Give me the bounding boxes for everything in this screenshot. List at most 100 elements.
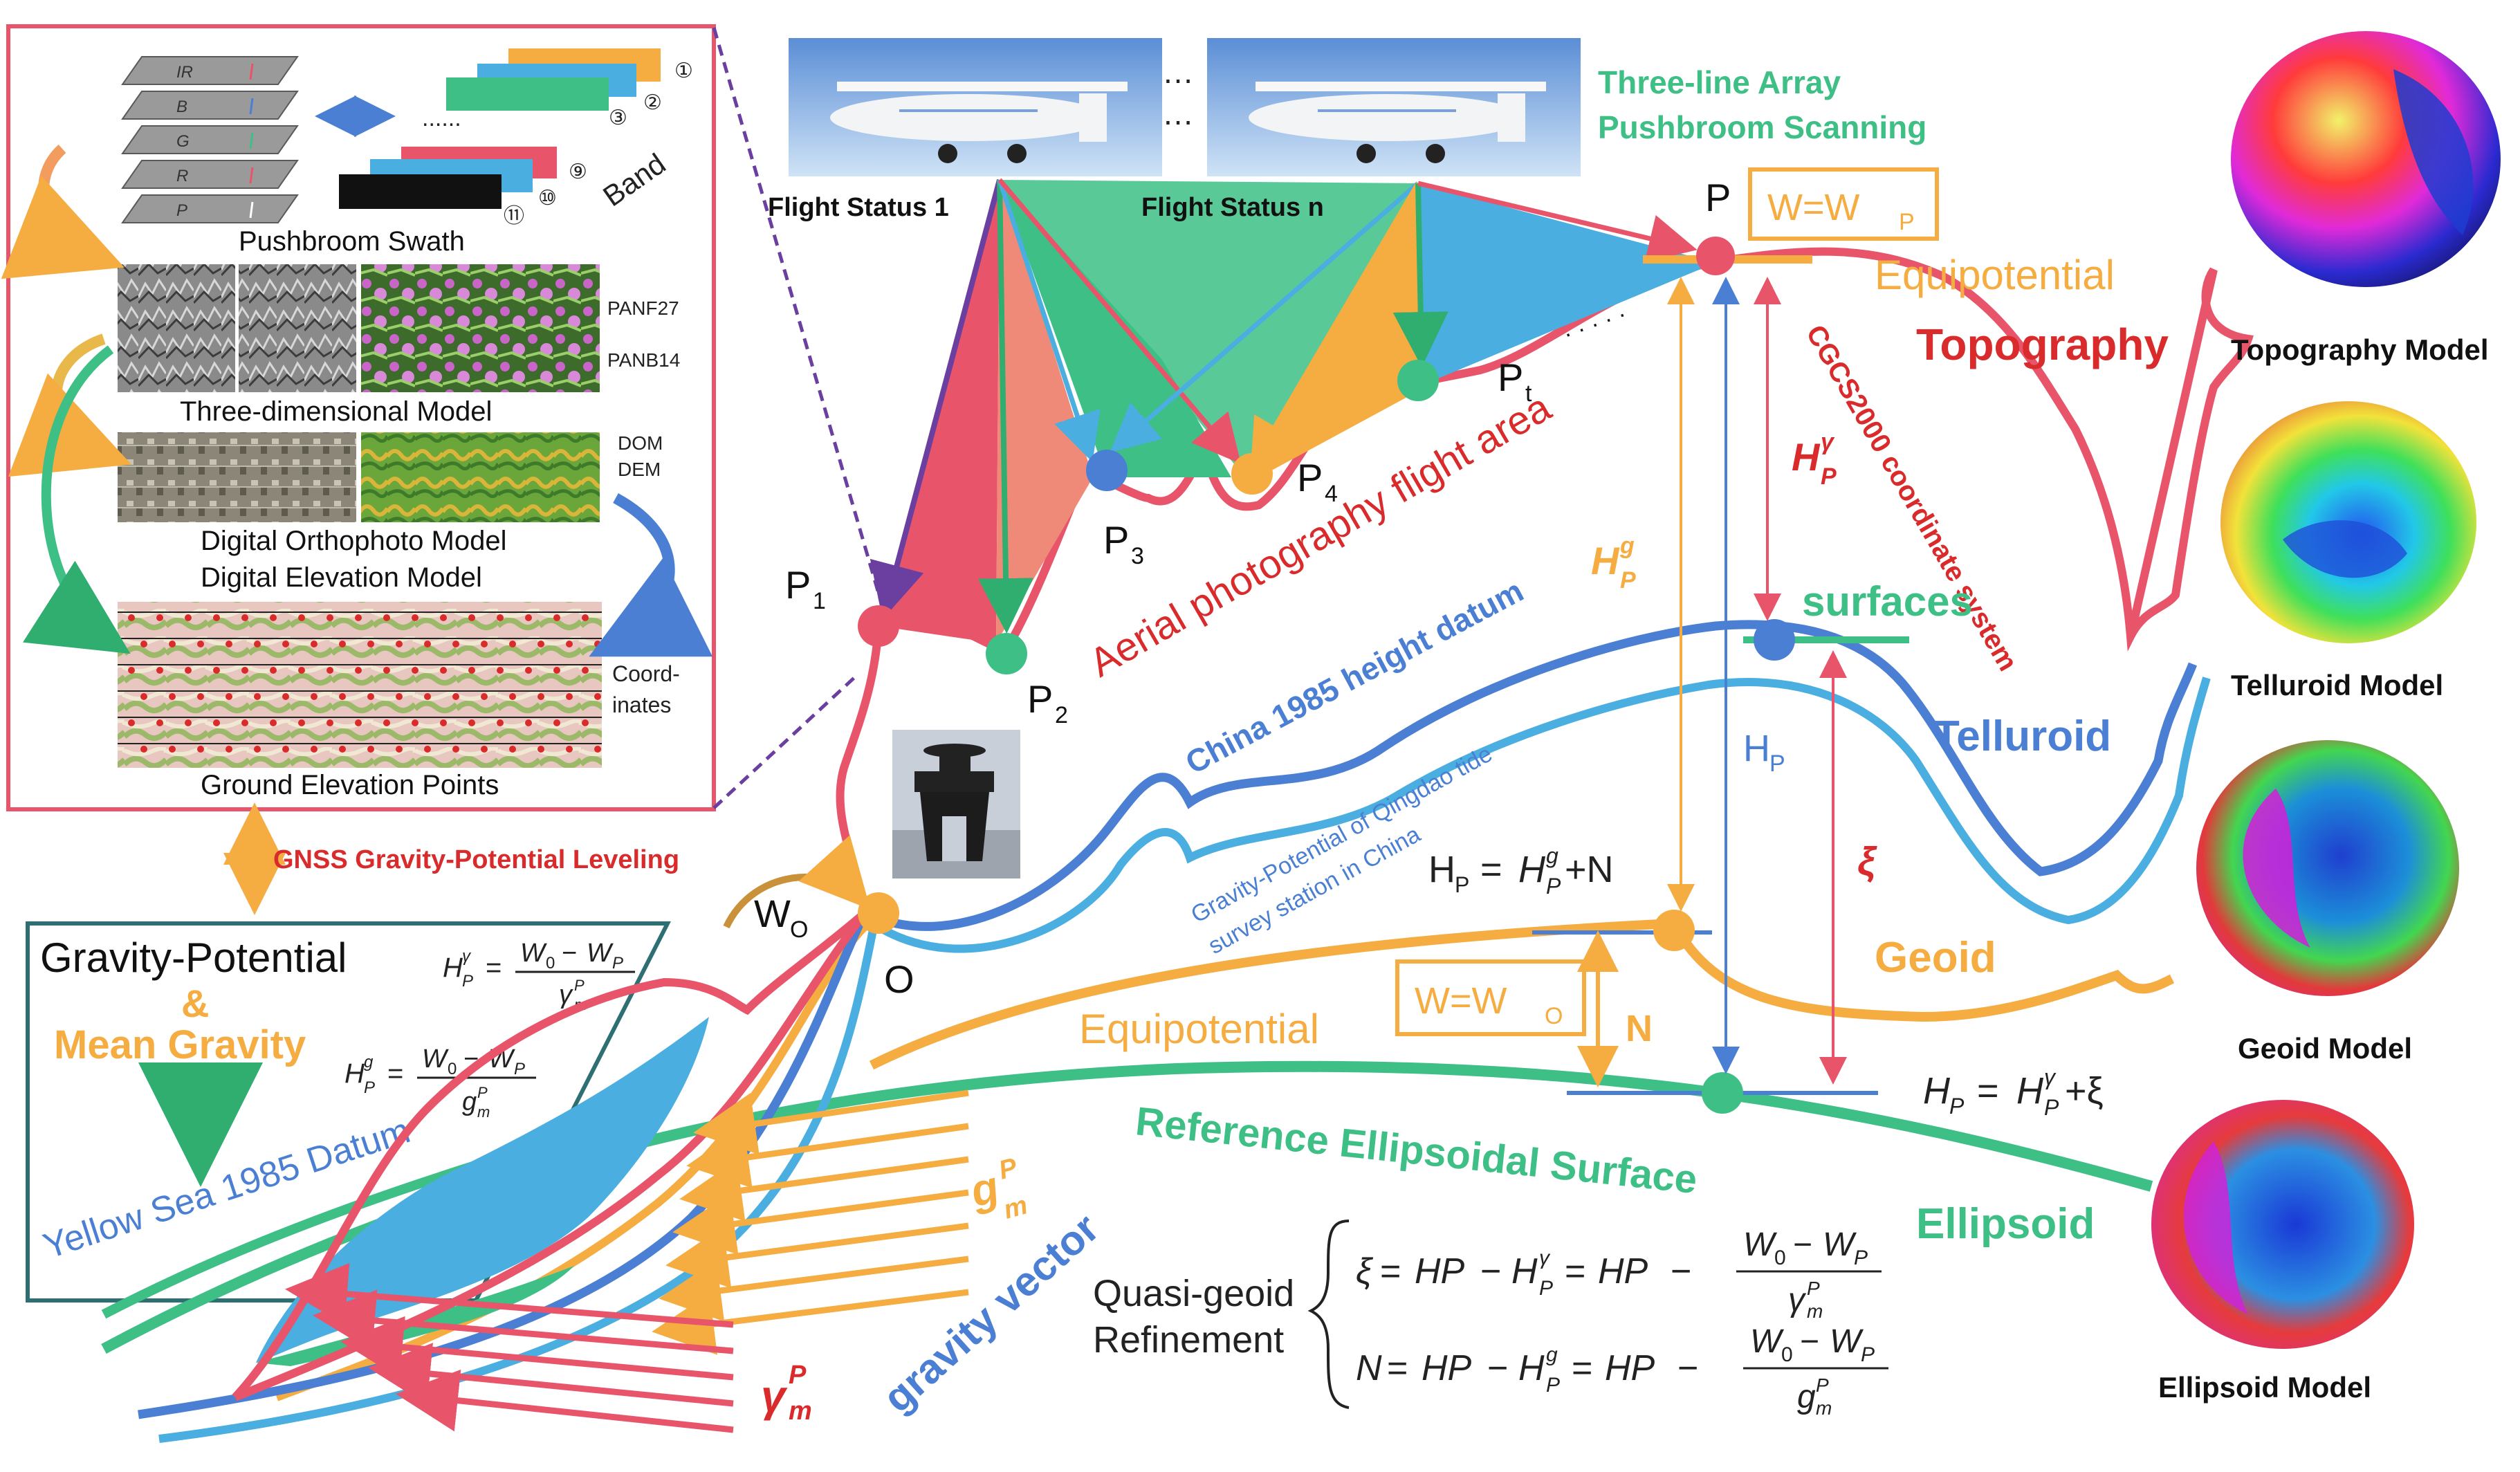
flight-status-n-label: Flight Status n	[1141, 193, 1324, 222]
ground-elevation-point	[525, 614, 532, 621]
svg-text:P: P	[995, 1152, 1020, 1185]
ground-elevation-point	[424, 746, 431, 753]
svg-text:H: H	[1518, 1348, 1545, 1388]
ground-elevation-point	[169, 693, 176, 700]
n-label: N	[1626, 1008, 1653, 1049]
ground-elevation-point	[311, 693, 318, 700]
svg-text:P: P	[1807, 1278, 1820, 1299]
ground-elevation-point	[128, 614, 135, 621]
hp-blue-label: H P	[1743, 728, 1785, 777]
ray-purple	[870, 178, 1002, 620]
workflow-arrow-orange	[1, 145, 125, 279]
formula-hp-ellipsoid: H P = H γ P +ξ	[1923, 1065, 2104, 1120]
svg-text:W: W	[587, 939, 614, 968]
pushbroom-scanning-label: Pushbroom Scanning	[1598, 109, 1926, 145]
flight-status-1-label: Flight Status 1	[768, 193, 949, 222]
ground-elevation-point	[525, 719, 532, 726]
svg-text:P: P	[1861, 1343, 1875, 1366]
svg-text:HP: HP	[1605, 1348, 1655, 1388]
svg-text:0: 0	[1781, 1343, 1793, 1366]
ground-elevation-point	[594, 693, 601, 700]
ground-elevation-point	[497, 719, 504, 726]
ground-elevation-point	[481, 746, 488, 753]
svg-text:W: W	[1830, 1323, 1864, 1360]
band-dots: ......	[422, 105, 461, 131]
ground-elevation-point	[282, 693, 289, 700]
ground-elevation-point	[509, 641, 516, 647]
ground-elevation-point	[424, 641, 431, 647]
ground-elevation-point	[509, 746, 516, 753]
ground-elevation-point	[241, 719, 248, 726]
surfaces-label: surfaces	[1802, 578, 1973, 625]
formula-h-gamma: H γ P = W 0 − W P γ P m	[443, 939, 635, 1013]
band-bars-lower: ⑨ ⑩ ⑪ Band	[339, 147, 672, 228]
topography-model: Topography Model	[2231, 31, 2501, 366]
ground-elevation-point	[298, 667, 305, 674]
workflow-arrow-blue	[589, 493, 713, 657]
band-label-ir: IR	[176, 63, 193, 82]
telluroid-point-marker	[1754, 619, 1795, 661]
ground-elevation-point	[396, 641, 403, 647]
flight-ellipsis-bottom: …	[1162, 95, 1194, 131]
dem-full-label: Digital Elevation Model	[201, 562, 482, 593]
gravity-arrow-orange	[659, 1255, 969, 1322]
svg-text:W: W	[422, 1045, 449, 1074]
band-label-r: R	[176, 167, 188, 185]
ground-elevation-point	[566, 641, 573, 647]
ground-elevation-point	[282, 641, 289, 647]
workflow-arrow-green	[22, 345, 131, 654]
svg-text:P: P	[1539, 1277, 1553, 1300]
wo-box-sub: O	[1545, 1003, 1563, 1029]
svg-text:W: W	[1823, 1226, 1857, 1263]
ground-elevation-point	[367, 693, 374, 700]
svg-text:m: m	[1000, 1190, 1031, 1224]
svg-text:=: =	[1480, 849, 1502, 890]
svg-text:g: g	[1546, 1343, 1558, 1366]
wp-box: W=W P	[1748, 167, 1939, 241]
ground-elevation-point	[537, 693, 544, 700]
three-d-image	[361, 264, 600, 392]
gravity-vector-arrows	[285, 1089, 969, 1433]
ground-elevation-point	[553, 614, 560, 621]
point-p3-marker	[1086, 450, 1128, 491]
point-p1-marker	[858, 605, 899, 647]
ground-elevation-point	[553, 667, 560, 674]
ground-elevation-point	[339, 693, 346, 700]
gravity-arrow-orange	[693, 1089, 969, 1155]
svg-text:−: −	[1480, 1251, 1501, 1291]
ground-elevation-point	[383, 719, 390, 726]
ground-elevation-point	[185, 614, 192, 621]
ground-elevation-point	[226, 693, 232, 700]
height-arrows	[1577, 277, 1847, 1087]
gravity-potential-title: Gravity-Potential	[40, 935, 347, 981]
ground-elevation-point	[468, 719, 475, 726]
svg-text:g: g	[1619, 533, 1635, 559]
ground-elevation-point	[440, 719, 447, 726]
svg-text:H: H	[1428, 849, 1455, 890]
ground-elevation-point	[311, 746, 318, 753]
ground-elevation-point	[355, 667, 362, 674]
topography-curve	[232, 247, 2254, 1401]
wo-box: W=W O	[1395, 959, 1586, 1036]
svg-text:P: P	[364, 1078, 375, 1097]
topography-model-label: Topography Model	[2231, 333, 2489, 366]
ellipsoid-point-marker	[1702, 1072, 1743, 1114]
formula-hp-geoid: H P = H g P +N	[1428, 843, 1614, 899]
telluroid-label: Telluroid	[1933, 712, 2111, 760]
ground-elevation-point	[156, 719, 163, 726]
wo-box-label: W=W	[1415, 980, 1507, 1022]
svg-text:P: P	[574, 977, 585, 994]
monument-image	[892, 730, 1020, 878]
coord-label-2: inates	[612, 692, 671, 717]
svg-text:=: =	[1572, 1348, 1592, 1388]
gravity-arrow-orange	[686, 1123, 969, 1188]
svg-text:−: −	[1800, 1323, 1819, 1360]
label-p3: P	[1103, 518, 1129, 562]
svg-text:P: P	[2044, 1095, 2059, 1120]
ground-elevation-point	[226, 746, 232, 753]
label-p2-sub: 2	[1055, 702, 1068, 728]
svg-text:=: =	[1380, 1251, 1401, 1291]
equipotential-top-label: Equipotential	[1875, 252, 2115, 298]
gamma-m-p-label: γ P m	[761, 1361, 812, 1426]
